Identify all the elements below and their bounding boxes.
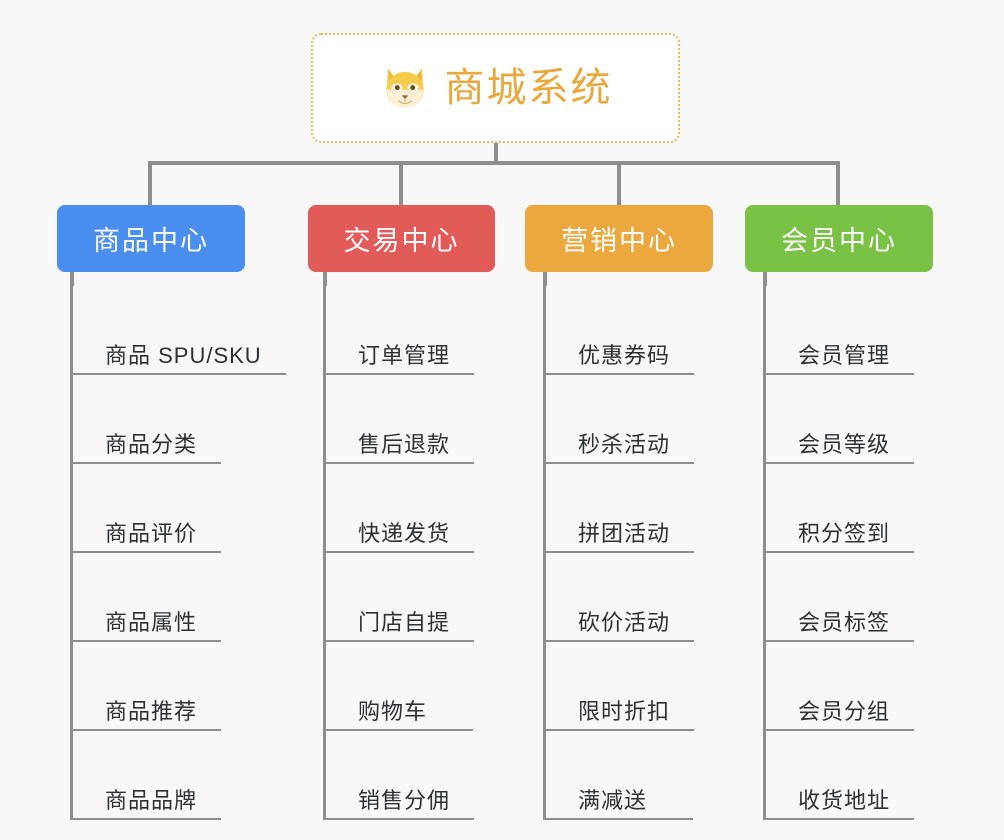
leaf-label: 售后退款	[358, 431, 451, 457]
leaf-item[interactable]: 会员管理	[763, 286, 915, 375]
leaf-item[interactable]: 拼团活动	[543, 464, 695, 553]
leaf-label: 商品分类	[105, 431, 198, 457]
leaf-label: 门店自提	[358, 609, 451, 635]
leaf-label: 砍价活动	[578, 609, 671, 635]
leaf-label: 销售分佣	[358, 787, 451, 813]
leaf-label: 会员等级	[798, 431, 891, 457]
leaf-label: 快递发货	[358, 520, 451, 546]
leaf-item[interactable]: 满减送	[543, 731, 693, 820]
shiba-dog-icon	[385, 68, 424, 108]
category-label: 交易中心	[343, 226, 460, 256]
category-node-member[interactable]: 会员中心	[745, 205, 933, 272]
leaf-label: 会员分组	[798, 698, 891, 724]
category-label: 营销中心	[561, 226, 677, 256]
leaf-label: 商品推荐	[105, 698, 198, 724]
leaf-column-marketing: 优惠券码 秒杀活动 拼团活动 砍价活动 限时折扣 满减送	[543, 286, 695, 820]
leaf-label: 商品品牌	[105, 787, 198, 813]
leaf-label: 收货地址	[798, 787, 891, 813]
category-label: 会员中心	[781, 226, 897, 256]
connector-drop-3	[836, 161, 840, 205]
leaf-label: 限时折扣	[578, 698, 671, 724]
leaf-item[interactable]: 会员等级	[763, 375, 915, 464]
root-title: 商城系统	[444, 66, 613, 110]
connector-drop-2	[617, 161, 621, 205]
category-node-product[interactable]: 商品中心	[57, 205, 245, 272]
leaf-item[interactable]: 商品品牌	[70, 731, 222, 820]
leaf-item[interactable]: 会员标签	[763, 553, 915, 642]
leaf-label: 商品评价	[105, 520, 198, 546]
category-label: 商品中心	[93, 226, 209, 256]
leaf-item[interactable]: 订单管理	[323, 286, 475, 375]
leaf-column-trade: 订单管理 售后退款 快递发货 门店自提 购物车 销售分佣	[323, 286, 475, 820]
category-node-marketing[interactable]: 营销中心	[525, 205, 713, 272]
connector-horizontal-bus	[148, 161, 840, 165]
leaf-label: 商品 SPU/SKU	[105, 342, 262, 368]
leaf-item[interactable]: 秒杀活动	[543, 375, 695, 464]
leaf-item[interactable]: 购物车	[323, 642, 473, 731]
leaf-item[interactable]: 售后退款	[323, 375, 475, 464]
category-node-trade[interactable]: 交易中心	[308, 205, 495, 272]
leaf-label: 订单管理	[358, 342, 451, 368]
leaf-item[interactable]: 砍价活动	[543, 553, 695, 642]
leaf-column-member: 会员管理 会员等级 积分签到 会员标签 会员分组 收货地址	[763, 286, 915, 820]
leaf-item[interactable]: 限时折扣	[543, 642, 695, 731]
leaf-label: 优惠券码	[578, 342, 671, 368]
leaf-label: 会员管理	[798, 342, 891, 368]
connector-drop-1	[399, 161, 403, 205]
leaf-label: 满减送	[578, 787, 648, 813]
leaf-item[interactable]: 门店自提	[323, 553, 475, 642]
leaf-item[interactable]: 商品 SPU/SKU	[70, 286, 286, 375]
leaf-item[interactable]: 商品评价	[70, 464, 222, 553]
connector-stub-3	[763, 272, 767, 286]
leaf-label: 积分签到	[798, 520, 891, 546]
leaf-item[interactable]: 收货地址	[763, 731, 915, 820]
leaf-label: 购物车	[358, 698, 428, 724]
leaf-item[interactable]: 销售分佣	[323, 731, 475, 820]
leaf-column-product: 商品 SPU/SKU 商品分类 商品评价 商品属性 商品推荐 商品品牌	[70, 286, 286, 820]
connector-stub-2	[543, 272, 547, 286]
leaf-label: 会员标签	[798, 609, 891, 635]
leaf-label: 秒杀活动	[578, 431, 671, 457]
leaf-item[interactable]: 优惠券码	[543, 286, 695, 375]
leaf-label: 拼团活动	[578, 520, 671, 546]
leaf-item[interactable]: 商品推荐	[70, 642, 222, 731]
leaf-item[interactable]: 商品分类	[70, 375, 222, 464]
root-node[interactable]: 商城系统	[311, 33, 680, 143]
connector-stub-1	[323, 272, 327, 286]
leaf-item[interactable]: 快递发货	[323, 464, 475, 553]
connector-stub-0	[70, 272, 74, 286]
leaf-item[interactable]: 会员分组	[763, 642, 915, 731]
connector-root-stem	[494, 143, 498, 164]
leaf-item[interactable]: 积分签到	[763, 464, 915, 553]
connector-drop-0	[148, 161, 152, 205]
leaf-item[interactable]: 商品属性	[70, 553, 222, 642]
leaf-label: 商品属性	[105, 609, 198, 635]
